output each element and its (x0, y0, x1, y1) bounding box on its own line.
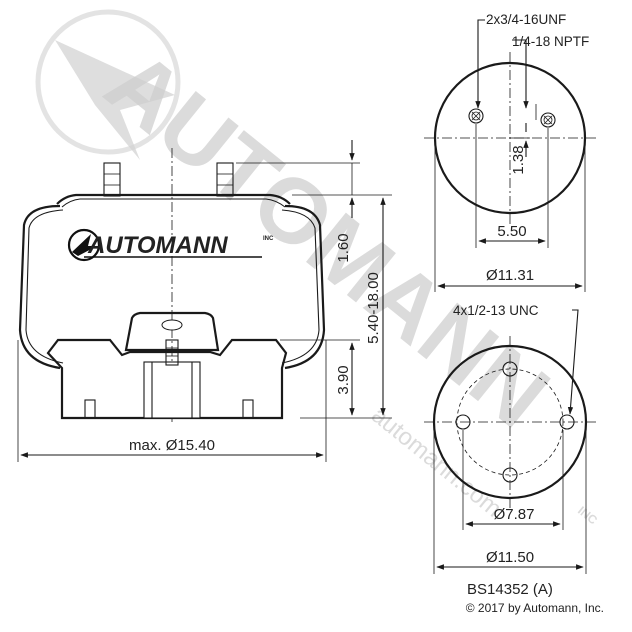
bolt-hole-top (502, 361, 518, 377)
bolt-hole-left (455, 414, 471, 430)
logo-inc: INC (263, 236, 274, 242)
side-view: AUTOMANN INC (18, 148, 326, 422)
bolt-hole-right (559, 414, 575, 430)
dim-lower-height: 3.90 (335, 365, 352, 394)
bumper (124, 311, 220, 352)
automann-logo: AUTOMANN INC (67, 228, 274, 262)
dim-height-range: 5.40-18.00 (365, 272, 382, 344)
logo-text: AUTOMANN (87, 232, 228, 259)
top-stud-left (103, 162, 121, 197)
top-port-left (468, 108, 484, 124)
dim-bottom-diameter: Ø11.50 (486, 549, 534, 566)
top-view: 2x3/4-16UNF 1/4-18 NPTF 1.38 5.50 Ø11.31 (424, 12, 596, 292)
callout-top-port: 1/4-18 NPTF (512, 34, 589, 49)
piston (46, 338, 288, 420)
top-bead-plate (56, 193, 291, 205)
dim-bolt-circle: Ø7.87 (494, 506, 535, 523)
dim-port-spacing: 5.50 (497, 223, 526, 240)
callout-top-thread: 2x3/4-16UNF (486, 12, 566, 27)
copyright: © 2017 by Automann, Inc. (466, 601, 604, 615)
bottom-view: 4x1/2-13 UNC Ø7.87 Ø11.50 (424, 303, 596, 574)
dim-port-vertical: 1.38 (510, 145, 527, 174)
watermark-inc: INC (575, 503, 600, 527)
bellow-right-wall (284, 204, 326, 370)
side-dimensions: 1.60 3.90 5.40-18.00 max. Ø15.40 (17, 140, 392, 462)
dim-top-diameter: Ø11.31 (486, 267, 534, 284)
dim-max-diameter: max. Ø15.40 (129, 437, 215, 454)
part-number: BS14352 (A) (467, 581, 553, 598)
dim-upper-height: 1.60 (335, 233, 352, 262)
callout-bottom-thread: 4x1/2-13 UNC (453, 303, 539, 318)
top-port-right (540, 112, 556, 128)
bolt-hole-bottom (502, 467, 518, 483)
bellow-left-wall (18, 204, 61, 370)
